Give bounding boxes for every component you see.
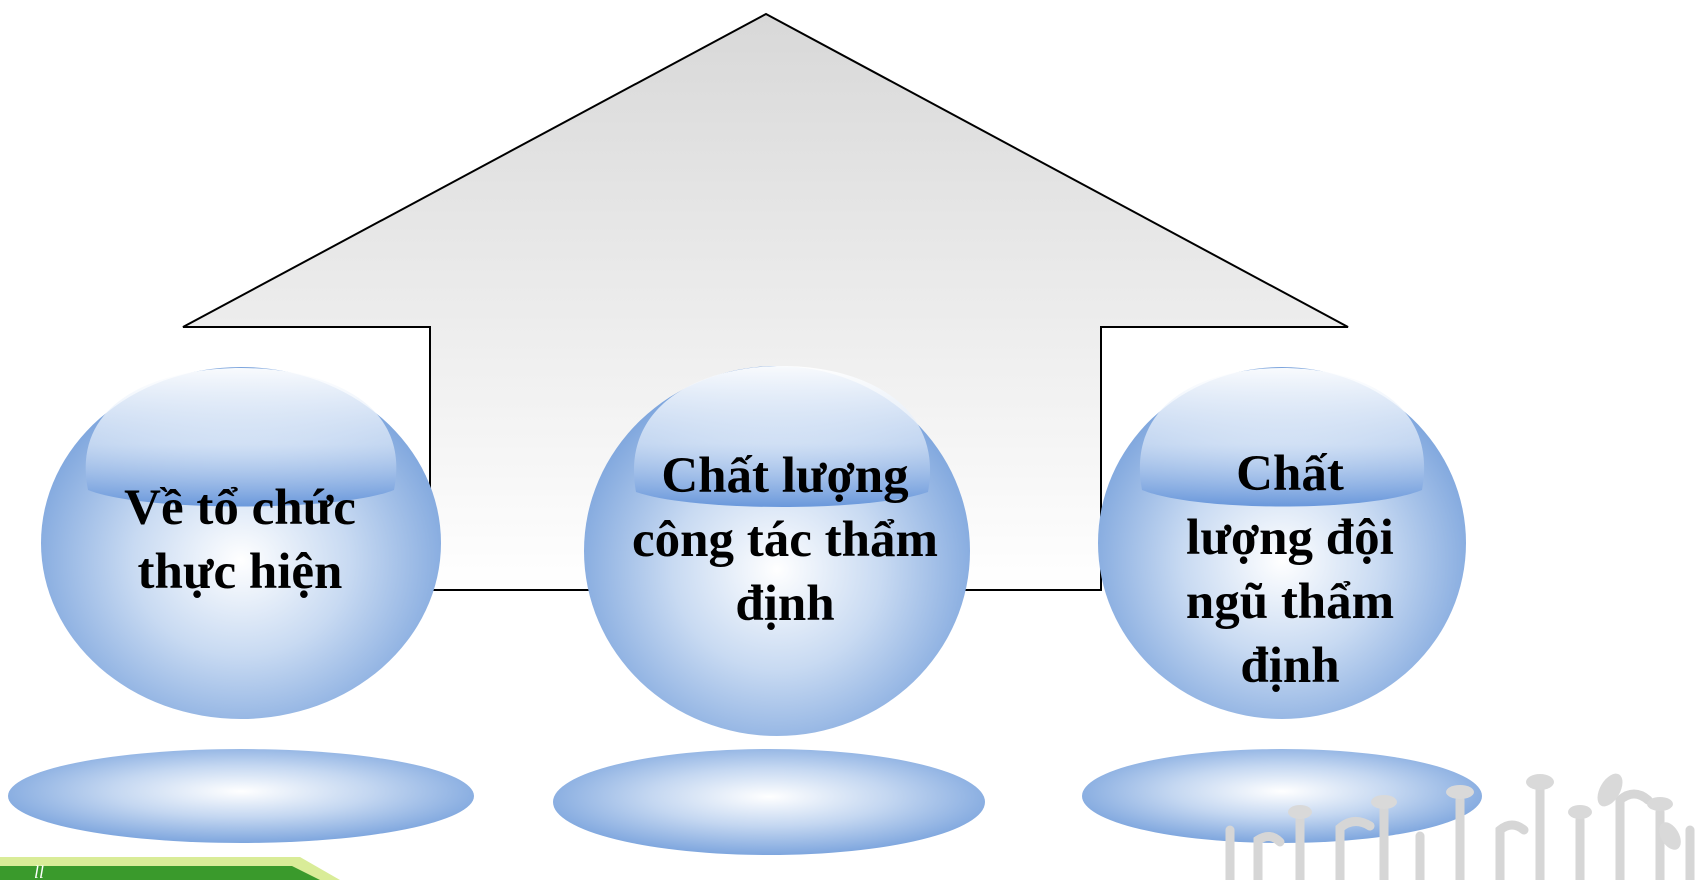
bubble-3-line-3: ngũ thẩm [1185, 574, 1395, 630]
plant-leaves [1288, 773, 1681, 850]
bubble-3-line-4: định [1240, 638, 1340, 694]
footer-bar [0, 857, 340, 880]
bubble-label-3: Chất lượng đội ngũ thẩm định [1120, 440, 1460, 700]
bubble-2-line-3: định [735, 576, 835, 632]
footer-text: ll [34, 862, 45, 882]
bubble-1-line-1: Về tổ chức [124, 480, 356, 536]
bubble-3-line-1: Chất [1236, 446, 1344, 502]
bubble-shadow-2 [553, 749, 985, 855]
bubble-label-2: Chất lượng công tác thẩm định [600, 440, 970, 640]
bubble-1 [41, 367, 441, 719]
bubble-shadow-1 [8, 749, 474, 843]
bubble-1-line-2: thực hiện [137, 544, 343, 600]
bubble-3-line-2: lượng đội [1186, 510, 1394, 566]
bubble-3 [1098, 367, 1466, 719]
bubble-2-line-2: công tác thẩm [632, 512, 938, 568]
bubble-2 [584, 366, 970, 736]
bubble-2-line-1: Chất lượng [661, 448, 909, 504]
bubble-label-1: Về tổ chức thực hiện [70, 470, 410, 610]
bubble-shadow-3 [1082, 749, 1482, 843]
plant-sprouts-icon [1225, 785, 1695, 880]
